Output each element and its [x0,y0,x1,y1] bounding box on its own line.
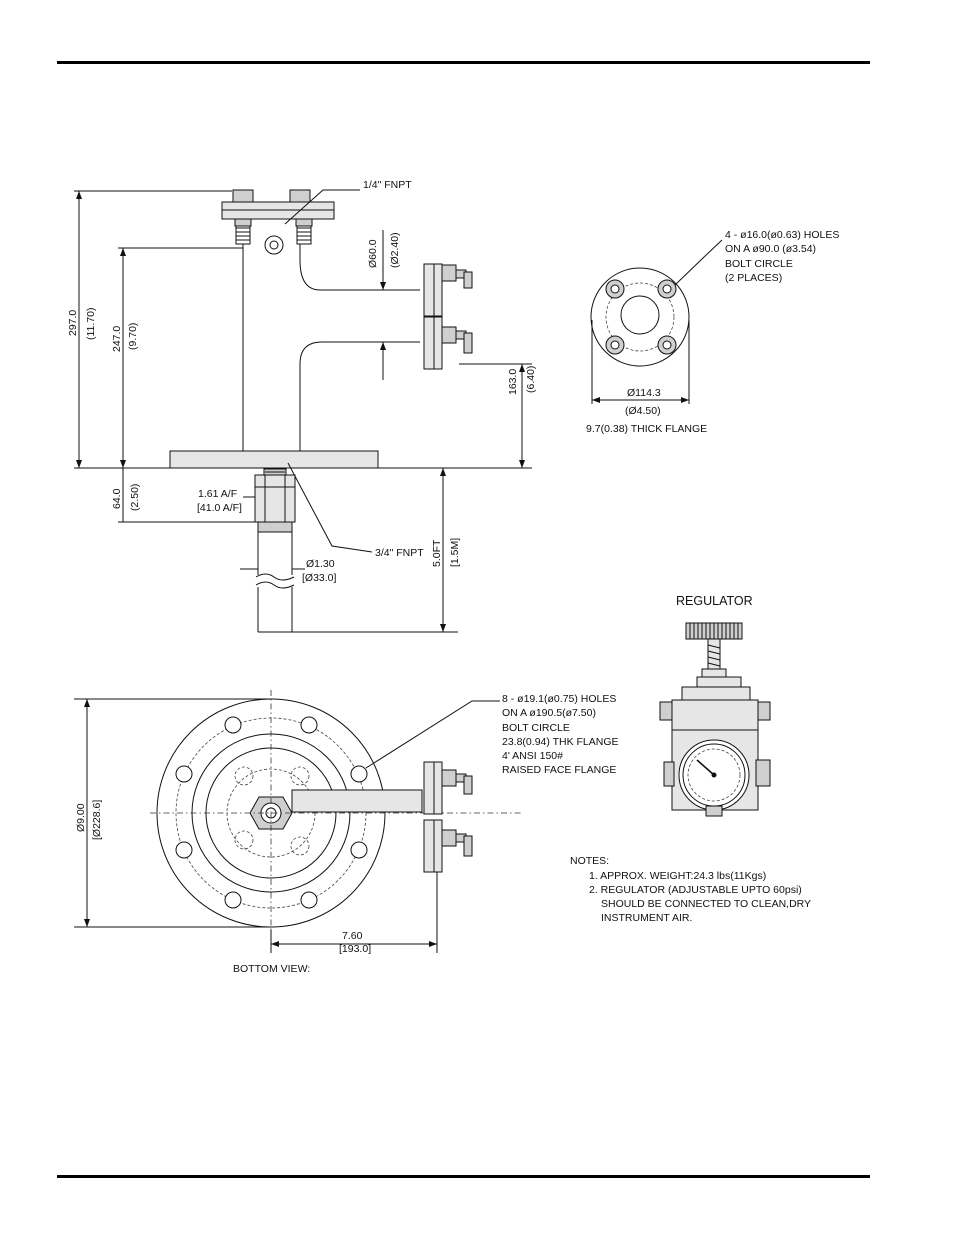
note-2c: INSTRUMENT AIR. [601,912,692,924]
small-holes-3: BOLT CIRCLE [725,258,793,270]
note-1: 1. APPROX. WEIGHT:24.3 lbs(11Kgs) [589,870,766,882]
dim-297: 297.0 [67,310,79,336]
bottom-rule [57,1175,870,1178]
dim-163: 163.0 [507,369,519,395]
dim-60: Ø60.0 [367,239,379,268]
bottom-view [74,690,522,953]
len-ft: 5.0FT [431,539,443,567]
small-holes-4: (2 PLACES) [725,272,782,284]
dim-247: 247.0 [111,326,123,352]
bottom-holes-5: 4' ANSI 150# [502,750,563,762]
side-view [74,189,532,633]
af-in: 1.61 A/F [198,488,237,500]
af-mm: [41.0 A/F] [197,502,242,514]
small-holes-2: ON A ø90.0 (ø3.54) [725,243,816,255]
dim-64-in: (2.50) [129,484,141,511]
regulator-title: REGULATOR [676,594,753,608]
dim-247-in: (9.70) [127,323,139,350]
dim-64: 64.0 [111,488,123,509]
bottom-view-label: BOTTOM VIEW: [233,963,310,975]
bottom-dia-in: Ø9.00 [75,803,87,832]
small-flange-view [590,239,723,404]
bottom-dia-mm: [Ø228.6] [91,800,103,840]
small-flange-dia: Ø114.3 [627,387,661,399]
bottom-width-in: 7.60 [342,930,363,942]
notes-heading: NOTES: [570,855,609,867]
bottom-holes-3: BOLT CIRCLE [502,722,570,734]
side-arrowheads [76,191,525,632]
note-2b: SHOULD BE CONNECTED TO CLEAN,DRY [601,898,811,910]
dim-60-in: (Ø2.40) [389,232,401,268]
bottom-holes-4: 23.8(0.94) THK FLANGE [502,736,619,748]
bottom-holes-1: 8 - ø19.1(ø0.75) HOLES [502,693,616,705]
regulator-illustration [659,622,771,817]
bottom-width-mm: [193.0] [339,943,371,955]
bottom-holes-2: ON A ø190.5(ø7.50) [502,707,596,719]
side-dimensions [74,189,532,633]
len-m: [1.5M] [449,538,461,567]
fnpt-top-label: 1/4" FNPT [363,179,412,191]
small-flange-dia-in: (Ø4.50) [625,405,661,417]
dim-297-in: (11.70) [85,308,97,341]
dia-mm: [Ø33.0] [302,572,337,584]
fnpt-bottom-label: 3/4" FNPT [375,547,424,559]
small-holes-1: 4 - ø16.0(ø0.63) HOLES [725,229,839,241]
bottom-holes-6: RAISED FACE FLANGE [502,764,616,776]
small-flange-thick: 9.7(0.38) THICK FLANGE [586,423,707,435]
dim-163-in: (6.40) [525,366,537,393]
note-2: 2. REGULATOR (ADJUSTABLE UPTO 60psi) [589,884,802,896]
dia-in: Ø1.30 [306,558,335,570]
top-rule [57,61,870,64]
